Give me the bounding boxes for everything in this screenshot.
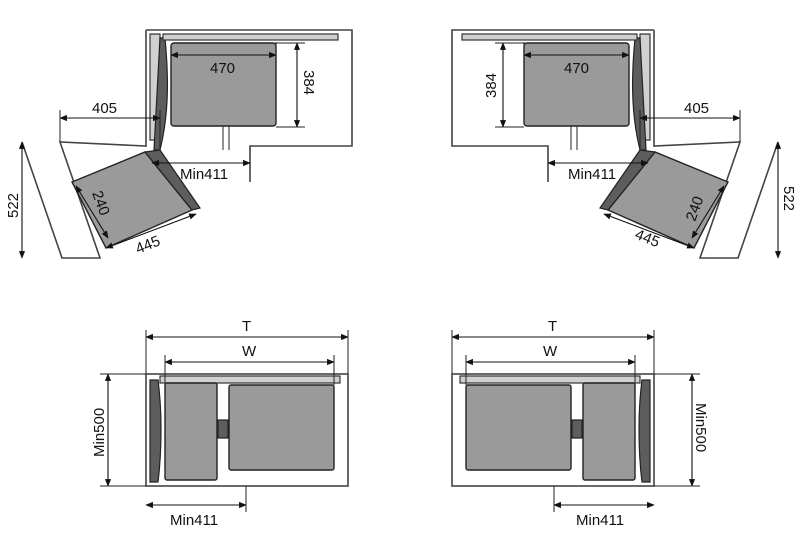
dim-label-min411: Min411 (180, 166, 228, 183)
dim-label-W: W (543, 343, 558, 360)
dim-line-240 (75, 185, 109, 239)
top-runner (159, 375, 341, 384)
dim-label-min411: Min411 (576, 512, 624, 529)
wide-basket (465, 384, 572, 471)
wide-basket (228, 384, 335, 471)
dim-label-min500: Min500 (91, 408, 108, 457)
dim-line-240 (691, 185, 725, 239)
hinge-arm (638, 379, 651, 483)
dim-label-384: 384 (483, 73, 500, 98)
dim-label-470: 470 (564, 60, 589, 77)
dim-line-445 (603, 213, 695, 249)
dim-label-min411: Min411 (170, 512, 218, 529)
dim-label-T: T (242, 318, 251, 335)
dim-label-min411: Min411 (568, 166, 616, 183)
center-bracket (217, 419, 229, 439)
top-runner (459, 375, 641, 384)
hinge-arm (149, 379, 162, 483)
dim-label-W: W (242, 343, 257, 360)
dim-line-445 (105, 213, 197, 249)
top-runner (162, 33, 339, 41)
corner-diagram-right: 470 384 405 522 Min411 445 240 (451, 29, 797, 259)
dim-label-min500: Min500 (692, 403, 709, 452)
dim-label-522: 522 (780, 186, 797, 211)
dim-label-522: 522 (5, 193, 22, 218)
top-runner (461, 33, 638, 41)
narrow-basket (164, 382, 218, 481)
dim-label-384: 384 (300, 70, 317, 95)
dim-label-405: 405 (92, 100, 117, 117)
dim-label-405: 405 (684, 100, 709, 117)
narrow-basket (582, 382, 636, 481)
dim-label-T: T (548, 318, 557, 335)
dim-label-470: 470 (210, 60, 235, 77)
corner-diagram-left: 470 384 405 522 Min411 445 240 (5, 29, 353, 259)
base-diagram-right: T W Min500 Min411 (451, 318, 709, 529)
base-diagram-left: T W Min500 Min411 (91, 318, 349, 529)
center-bracket (571, 419, 583, 439)
